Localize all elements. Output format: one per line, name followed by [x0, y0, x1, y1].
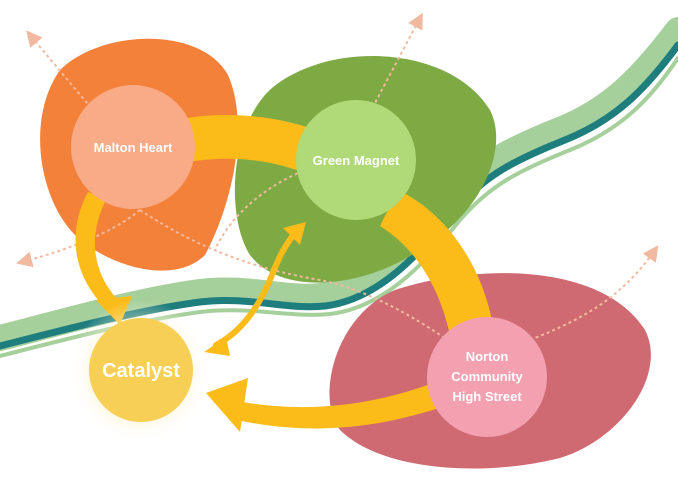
- node-catalyst: Catalyst: [89, 318, 193, 422]
- malton-heart-label: Malton Heart: [94, 140, 173, 155]
- arrow-catalyst-green-head-top: [283, 222, 306, 245]
- catalyst-label: Catalyst: [102, 360, 180, 382]
- arrow-catalyst-green-head-bottom: [204, 337, 230, 356]
- arrow-malton-green-band: [188, 115, 310, 172]
- radiating-arrow-norton-northeast: [529, 245, 659, 341]
- norton-circle: [427, 317, 547, 437]
- arrow-norton-catalyst-body: [228, 368, 475, 429]
- green-magnet-label: Green Magnet: [313, 153, 400, 168]
- node-green-magnet: Green Magnet: [296, 100, 416, 220]
- radiating-arrow-malton-south: [139, 209, 463, 351]
- arrow-malton-catalyst-body: [75, 192, 118, 310]
- arrow-green-norton-band: [380, 190, 492, 345]
- norton-label-line-1: Norton: [466, 349, 509, 364]
- radiating-arrow-green-west: [214, 164, 321, 251]
- node-malton-heart: Malton Heart: [71, 85, 195, 209]
- norton-label-line-3: High Street: [452, 389, 522, 404]
- radiating-arrow-malton-west: [16, 209, 141, 268]
- catalyst-circle: [89, 318, 193, 422]
- green-magnet-circle: [296, 100, 416, 220]
- arrow-catalyst-green-double: [213, 229, 299, 348]
- malton-heart-circle: [71, 85, 195, 209]
- norton-label-line-2: Community: [451, 369, 523, 384]
- arrow-norton-catalyst-head: [206, 378, 248, 432]
- radiating-arrow-malton-northwest: [26, 30, 119, 141]
- river-light-band: [0, 17, 678, 351]
- node-norton: Norton Community High Street: [427, 317, 547, 437]
